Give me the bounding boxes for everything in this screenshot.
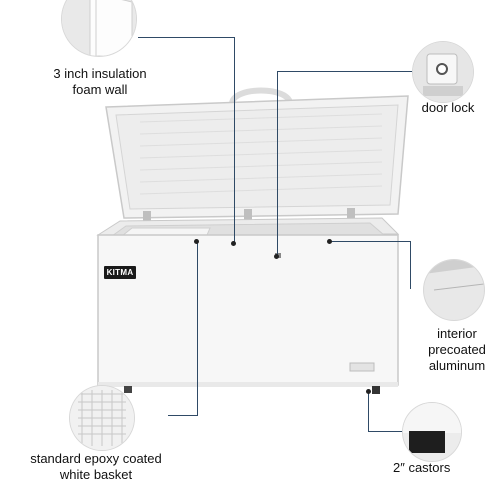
castor-right bbox=[372, 386, 380, 394]
leader-interior-v bbox=[410, 241, 411, 289]
insulation-label: 3 inch insulation foam wall bbox=[53, 66, 147, 97]
basket-detail-circle bbox=[70, 386, 134, 450]
leader-castors-h bbox=[368, 431, 404, 432]
hinge-center bbox=[244, 209, 252, 221]
hinge-left bbox=[143, 211, 151, 223]
interior-detail-circle bbox=[424, 260, 484, 320]
castors-detail-circle bbox=[403, 403, 461, 461]
leader-insulation bbox=[138, 37, 235, 38]
castor-left bbox=[124, 386, 132, 393]
keyhole-icon bbox=[436, 63, 448, 75]
lid-handle bbox=[229, 87, 293, 105]
interior-label: interior precoated aluminum bbox=[428, 326, 486, 373]
hinge-right bbox=[347, 208, 355, 220]
castor-wheel-icon bbox=[409, 431, 445, 453]
door-lock-label: door lock bbox=[421, 100, 475, 115]
leader-door-lock-dot bbox=[274, 254, 279, 259]
leader-insulation-dot bbox=[231, 241, 236, 246]
door-lock-detail-circle bbox=[413, 42, 473, 102]
leader-insulation-v bbox=[234, 37, 235, 243]
basket-label: standard epoxy coated white basket bbox=[30, 451, 162, 482]
lid-inner-panel bbox=[115, 104, 399, 210]
leader-door-lock bbox=[277, 71, 415, 72]
leader-castors-dot bbox=[366, 389, 371, 394]
brand-logo: KITMA bbox=[104, 266, 136, 279]
castors-label: 2″ castors bbox=[393, 460, 451, 475]
leader-door-lock-v bbox=[277, 71, 278, 256]
leader-basket-dot bbox=[194, 239, 199, 244]
freezer-body bbox=[97, 234, 399, 386]
leader-basket bbox=[197, 241, 198, 416]
leader-interior bbox=[330, 241, 411, 242]
leader-castors bbox=[368, 391, 369, 432]
control-panel bbox=[349, 362, 375, 372]
leader-basket-h bbox=[168, 415, 198, 416]
leader-interior-dot bbox=[327, 239, 332, 244]
